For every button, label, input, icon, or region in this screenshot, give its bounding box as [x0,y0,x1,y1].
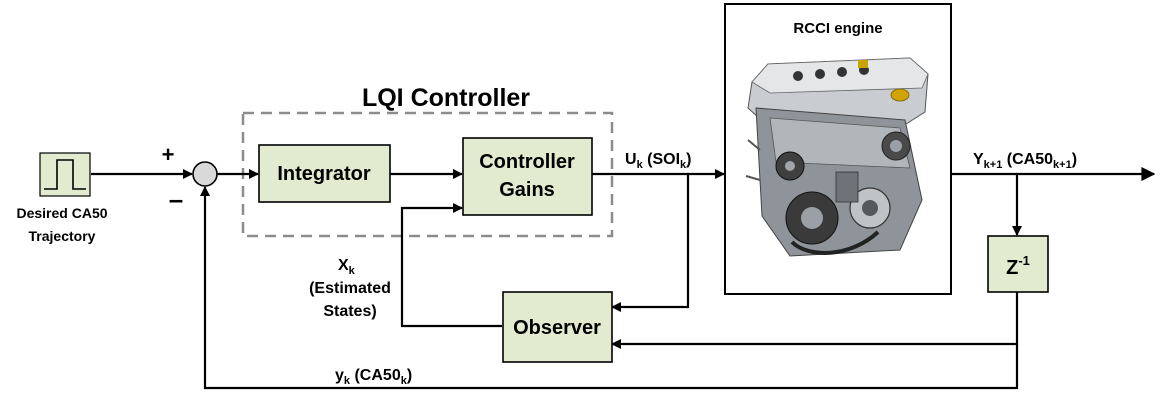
u-sub: k [637,159,644,171]
delay-to-observer-wire [611,292,1019,349]
y-fb-sub: k [344,375,351,387]
y-next-base: Y [973,151,984,168]
delay-base: Z [1006,257,1018,279]
controller-gains-block [462,137,593,216]
y-next-close: ) [1072,151,1077,168]
y-fb-close: ) [407,367,412,384]
feedback-wire [200,186,1019,390]
u-close: ) [686,151,691,168]
state-estimate-wire [400,203,502,328]
y-fb-base: y [335,367,344,384]
input-label-line1: Desired CA50 [16,205,107,221]
y-next-paren-sub: k+1 [1053,159,1072,171]
summing-plus-sign: + [162,142,175,167]
engine-photo [745,57,929,257]
state-signal-line3: States) [323,303,376,320]
controller-gains-label-line1: Controller [479,151,575,173]
integrator-block [258,144,391,203]
summing-minus-sign: – [169,184,183,214]
x-base: X [338,257,349,274]
unit-delay-block [987,235,1049,293]
u-paren-sub: k [680,159,687,171]
u-base: U [625,151,637,168]
u-paren-base: (SOI [643,151,680,168]
output-signal-label: Yk+1 (CA50k+1) [973,151,1077,171]
control-to-observer-wire [611,174,690,312]
observer-label: Observer [513,317,601,339]
x-sub: k [349,265,356,277]
control-signal-label: Uk (SOIk) [625,151,691,171]
unit-delay-label: Z-1 [1006,253,1030,279]
y-next-paren-base: (CA50 [1002,151,1053,168]
state-signal-line2: (Estimated [309,280,391,297]
controller-gains-label-line2: Gains [499,179,555,201]
lqi-controller-title: LQI Controller [362,84,530,112]
y-next-sub: k+1 [984,159,1003,171]
rcci-engine-title: RCCI engine [793,20,882,37]
observer-block [502,291,613,363]
integrator-label: Integrator [277,163,371,185]
input-label-line2: Trajectory [29,228,96,244]
y-fb-paren-sub: k [401,375,408,387]
delay-exponent: -1 [1018,253,1030,268]
summing-junction [192,161,218,187]
state-signal-label: Xk [338,257,356,277]
step-pulse-icon [39,152,91,197]
y-fb-paren-base: (CA50 [350,367,401,384]
feedback-signal-label: yk (CA50k) [335,367,412,387]
